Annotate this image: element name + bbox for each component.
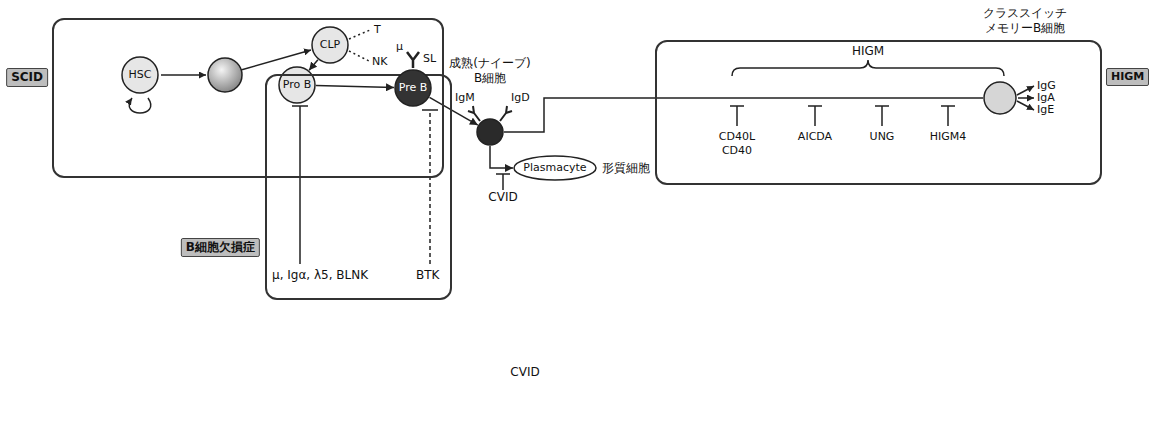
flow-connector (309, 60, 318, 71)
part-label: IgA (1037, 92, 1055, 104)
isotype-arrow (1017, 86, 1034, 95)
node-label: HSC (129, 68, 152, 82)
block-symbol (808, 106, 822, 126)
cell-circle: HSC (121, 56, 159, 94)
part-label: NK (372, 56, 387, 68)
flow-connector (504, 98, 983, 132)
flow-connector (316, 85, 394, 87)
isotype-arrow (1018, 97, 1034, 99)
block-symbol (941, 106, 955, 126)
disease-tag: B細胞欠損症 (181, 238, 260, 257)
node-label: BTK (416, 268, 439, 283)
node-label: AICDA (798, 130, 832, 144)
node-label: Pre B (399, 81, 428, 95)
dotted-branch (349, 51, 369, 61)
part-label: IgE (1037, 104, 1054, 116)
igm-receptor (468, 106, 480, 121)
node-label: Pro B (283, 78, 312, 92)
cell-body (279, 67, 315, 103)
disease-tag: SCID (6, 68, 48, 87)
cell-circle: 成熟(ナイーブ) B細胞 (476, 118, 504, 146)
region-box: クラススイッチ メモリーB細胞HIGMHIGMCD40L CD40AICDAUN… (655, 40, 1102, 185)
region-box: Pre BB細胞欠損症μ, Igα, λ5, BLNKBTK (265, 74, 452, 300)
progenitor-cell (208, 58, 242, 92)
region-box: HSCCLPPro BSCID (52, 18, 444, 178)
node-label: μ, Igα, λ5, BLNK (272, 268, 368, 283)
pre-b-receptor (407, 52, 419, 68)
part-label: IgD (511, 92, 530, 104)
cell-body (395, 70, 431, 106)
node-label: CD40L CD40 (715, 130, 759, 158)
cell-body (984, 82, 1016, 114)
node-label: Plasmacyte (523, 161, 586, 175)
part-label: CVID (510, 366, 539, 379)
part-label: SL (423, 53, 436, 65)
cell-body (477, 119, 503, 145)
part-label: IgM (455, 92, 475, 104)
part-label: T (374, 24, 381, 36)
block-symbol (875, 106, 889, 126)
isotype-arrow (1017, 101, 1034, 110)
brace (732, 60, 1004, 76)
cell-outline (476, 118, 504, 146)
flow-connector (490, 146, 513, 168)
block-symbol (496, 174, 510, 190)
igd-receptor (500, 106, 512, 121)
cell-circle: CLP (311, 26, 349, 64)
self-renewal-arrow (129, 98, 151, 113)
node-label: 成熟(ナイーブ) B細胞 (444, 56, 536, 86)
dotted-branch (349, 30, 370, 39)
cell-ellipse: Plasmacyte形質細胞 (513, 155, 597, 181)
part-label: CVID (488, 191, 517, 204)
part-label: IgG (1037, 80, 1056, 92)
node-label: HIGM (852, 44, 884, 59)
cell-circle: クラススイッチ メモリーB細胞 (983, 81, 1017, 115)
node-label: CLP (320, 38, 340, 52)
node-label: HIGM4 (930, 130, 967, 144)
node-label: クラススイッチ メモリーB細胞 (975, 6, 1075, 36)
node-label: UNG (870, 130, 895, 144)
node-label: 形質細胞 (602, 161, 650, 176)
cell-body (122, 57, 158, 93)
block-symbol (730, 106, 744, 126)
flow-arrow (161, 74, 206, 76)
cell-circle: Pro B (278, 66, 316, 104)
block-symbol (429, 110, 431, 264)
part-label: μ (396, 41, 403, 53)
cell-circle: Pre B (394, 69, 432, 107)
cell-body (312, 27, 348, 63)
disease-tag: HIGM (1106, 68, 1149, 86)
block-symbol (422, 109, 438, 111)
cell-outline (983, 81, 1017, 115)
block-symbol (292, 106, 308, 264)
cell-body (514, 156, 596, 180)
